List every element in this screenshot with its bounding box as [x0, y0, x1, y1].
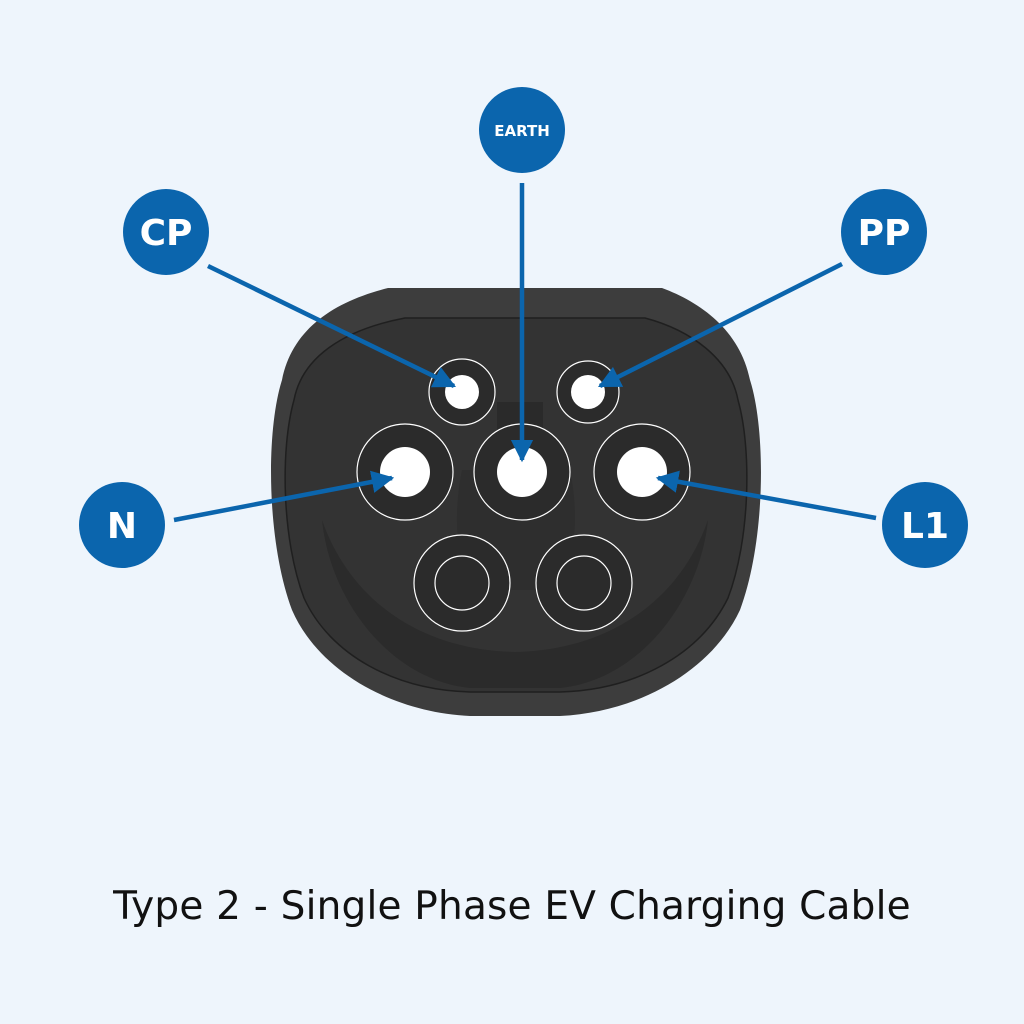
pin-l1: [593, 423, 691, 521]
diagram-caption: Type 2 - Single Phase EV Charging Cable: [113, 884, 911, 929]
label-l1-text: L1: [901, 506, 949, 547]
plug-lower-shade: [322, 520, 708, 688]
label-earth: EARTH: [479, 87, 565, 173]
pin-n-contact: [380, 447, 430, 497]
pin-earth: [473, 423, 571, 521]
label-earth-bubble: [479, 87, 565, 173]
label-l1: L1: [882, 482, 968, 568]
label-l1-bubble: [882, 482, 968, 568]
label-earth-text: EARTH: [494, 122, 550, 140]
pin-n: [356, 423, 454, 521]
label-cp: CP: [123, 189, 209, 275]
arrow-n: [173, 470, 395, 523]
label-pp-text: PP: [858, 213, 911, 254]
label-n-text: N: [107, 506, 137, 547]
pin-l1-contact: [617, 447, 667, 497]
pin-earth-contact: [497, 447, 547, 497]
arrow-pp: [597, 261, 844, 389]
pointer-arrows: [173, 183, 877, 523]
label-cp-bubble: [123, 189, 209, 275]
label-pp-bubble: [841, 189, 927, 275]
label-n-bubble: [79, 482, 165, 568]
label-n: N: [79, 482, 165, 568]
label-pp: PP: [841, 189, 927, 275]
label-cp-text: CP: [140, 213, 193, 254]
arrow-cp: [207, 263, 457, 389]
pin-l2-unused: [413, 534, 511, 632]
pin-cp: [428, 358, 496, 426]
pin-pp: [556, 360, 620, 424]
arrow-l1: [655, 470, 877, 521]
pin-l3-unused: [535, 534, 633, 632]
pin-cp-contact: [445, 375, 479, 409]
pin-pp-contact: [571, 375, 605, 409]
